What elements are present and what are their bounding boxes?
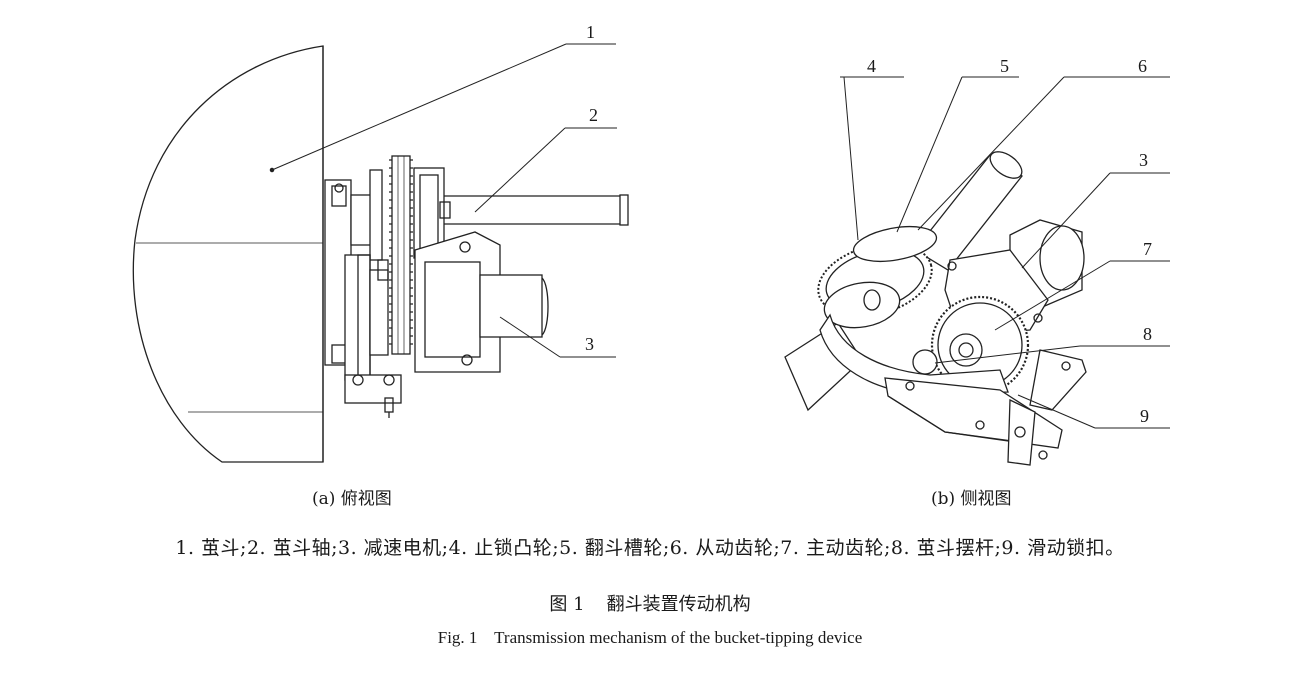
- gear-teeth: [389, 159, 413, 345]
- callout-b-6: 6: [1138, 56, 1147, 76]
- figure-number: 图 1: [549, 594, 585, 615]
- figure-title-en: Fig. 1 Transmission mechanism of the buc…: [437, 628, 863, 647]
- callout-b-8: 8: [1143, 324, 1152, 344]
- subcaption-top-view: (a) 俯视图: [312, 489, 392, 509]
- bucket-outline: [132, 45, 324, 463]
- figure-title-text: 翻斗装置传动机构: [606, 594, 751, 615]
- callout-b-4: 4: [867, 56, 876, 76]
- callout-a-2: 2: [589, 105, 598, 125]
- callout-b-7: 7: [1143, 239, 1152, 259]
- subcaption-side-view: (b) 侧视图: [931, 489, 1012, 509]
- figure-drawings: 1 2 3: [132, 22, 1170, 466]
- side-view-drawing: [784, 76, 1170, 466]
- figure-title-cn: 图 1 翻斗装置传动机构: [0, 590, 1300, 616]
- parts-legend: 1. 茧斗;2. 茧斗轴;3. 减速电机;4. 止锁凸轮;5. 翻斗槽轮;6. …: [175, 537, 1125, 559]
- top-view-drawing: [132, 43, 629, 463]
- callout-a-1: 1: [586, 22, 595, 42]
- callout-a-3: 3: [585, 334, 594, 354]
- callout-b-5: 5: [1000, 56, 1009, 76]
- callout-b-9: 9: [1140, 406, 1149, 426]
- callout-b-3: 3: [1139, 150, 1148, 170]
